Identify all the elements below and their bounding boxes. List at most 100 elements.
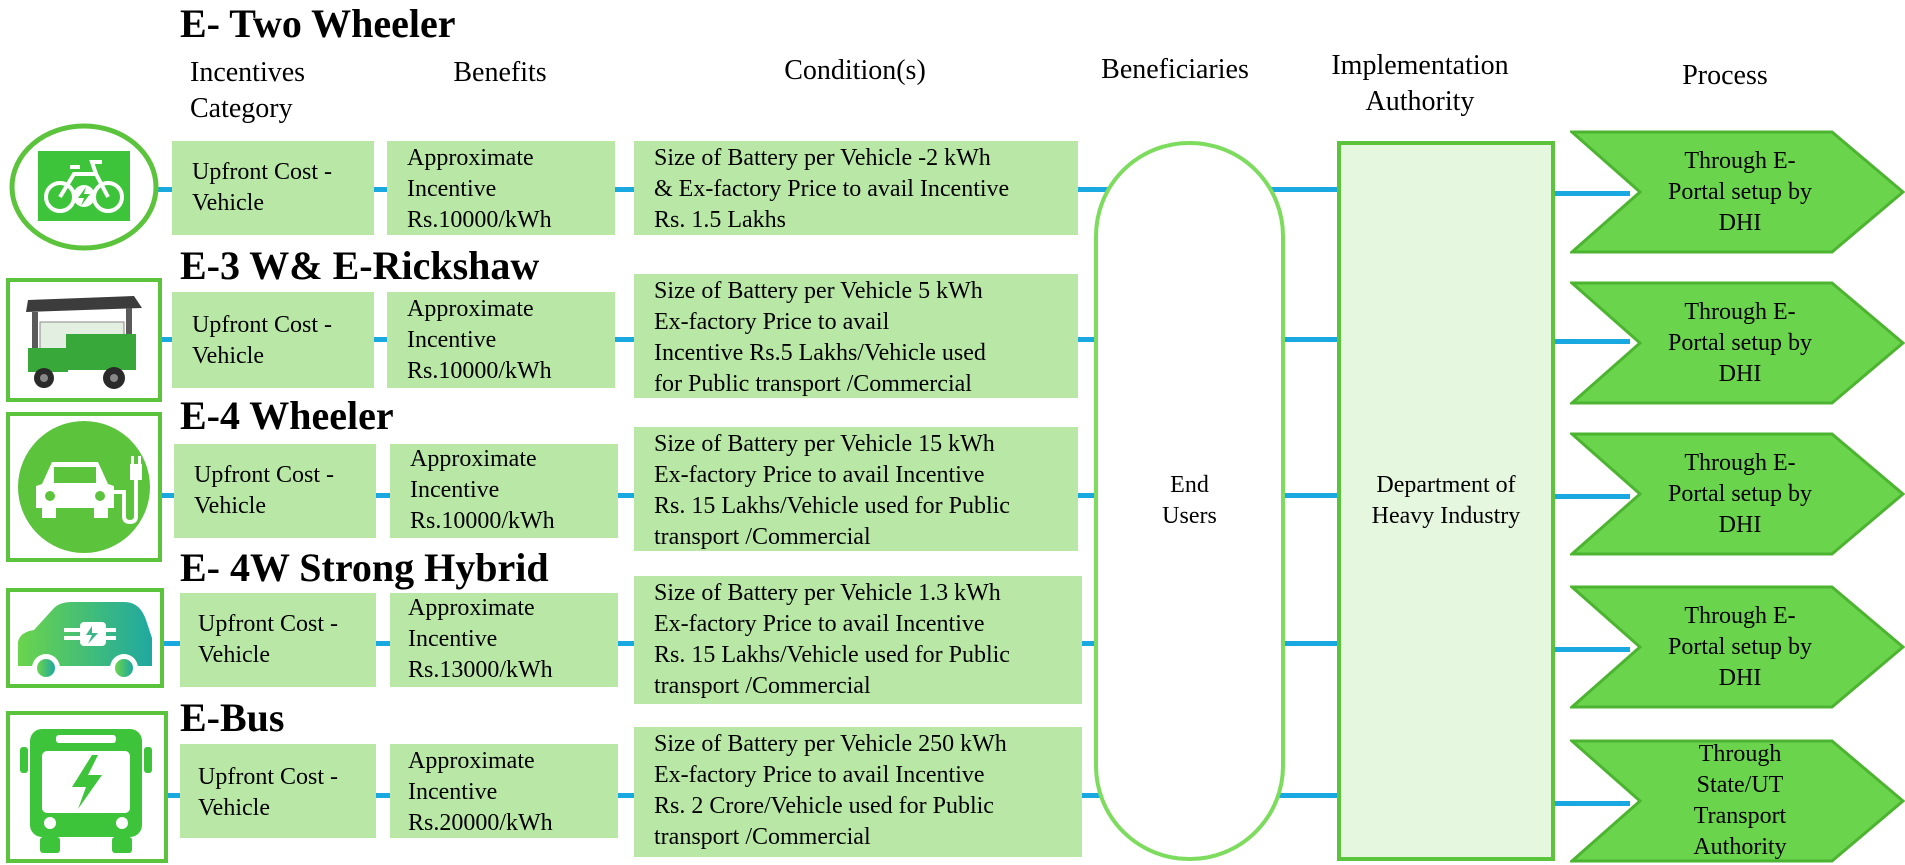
condition-line: transport /Commercial [654,524,871,550]
process-arrow-shape [1570,739,1905,863]
condition-line: Ex-factory Price to avail Incentive [654,762,985,788]
condition-line: Size of Battery per Vehicle 250 kWh [654,731,1007,757]
implementation-authority-box: Department of Heavy Industry [1337,141,1555,861]
process-line: Portal setup by [1668,329,1812,356]
benefit-line: Rs.10000/kWh [407,358,552,384]
condition-line: transport /Commercial [654,824,871,850]
process-line: Through E- [1684,147,1796,174]
condition-line: transport /Commercial [654,673,871,699]
condition-line: & Ex-factory Price to avail Incentive [654,176,1010,202]
process-line: DHI [1718,209,1762,236]
benefit-box: Approximate Incentive Rs.10000/kWh [387,141,615,235]
benefit-line: Approximate [410,446,537,472]
process-text: Through E- Portal setup by DHI [1640,281,1840,405]
hybrid-car-plug-icon [6,588,164,688]
connector [1550,191,1630,196]
process-line: Authority [1693,834,1787,860]
benefit-line: Approximate [407,145,534,171]
connector [1550,494,1630,499]
section-title-e-bus: E-Bus [180,695,285,740]
condition-line: Rs. 2 Crore/Vehicle used for Public [654,793,994,819]
benefit-line: Rs.20000/kWh [408,810,553,836]
benefit-line: Incentive [407,327,497,353]
connector [1550,647,1630,652]
condition-line: Size of Battery per Vehicle 5 kWh [654,278,983,304]
process-arrow-shape [1570,432,1905,556]
process-text: Through State/UT Transport Authority [1640,739,1840,863]
electric-bicycle-icon [9,123,159,251]
electric-car-charging-icon [6,412,162,562]
process-line: Through E- [1684,602,1796,629]
condition-box: Size of Battery per Vehicle 250 kWh Ex-f… [634,727,1082,857]
benefit-line: Rs.10000/kWh [410,508,555,534]
condition-line: Ex-factory Price to avail Incentive [654,462,985,488]
benefit-line: Rs.13000/kWh [408,657,553,683]
process-line: Through E- [1684,449,1796,476]
process-arrow-shape [1570,281,1905,405]
benefit-box: Approximate Incentive Rs.10000/kWh [390,444,618,538]
condition-line: Size of Battery per Vehicle 15 kWh [654,431,995,457]
connector [1550,801,1630,806]
section-title-two-wheeler: E- Two Wheeler [180,1,456,46]
section-title-e3w-rickshaw: E-3 W& E-Rickshaw [180,243,540,288]
benefit-box: Approximate Incentive Rs.20000/kWh [390,744,618,838]
condition-line: Size of Battery per Vehicle 1.3 kWh [654,580,1001,606]
authority-text: Department of Heavy Industry [1371,472,1521,529]
incentive-category-box: Upfront Cost - Vehicle [180,593,376,687]
section-title-four-wheeler: E-4 Wheeler [180,393,394,438]
condition-line: Size of Battery per Vehicle -2 kWh [654,145,991,171]
process-line: Portal setup by [1668,178,1812,205]
benefit-line: Incentive [410,477,500,503]
benefit-line: Incentive [408,626,498,652]
condition-line: Incentive Rs.5 Lakhs/Vehicle used [654,340,986,366]
process-text: Through E- Portal setup by DHI [1640,432,1840,556]
beneficiaries-box: End Users [1094,141,1285,861]
condition-box: Size of Battery per Vehicle 1.3 kWh Ex-f… [634,576,1082,704]
condition-line: Rs. 1.5 Lakhs [654,207,786,233]
process-text: Through E- Portal setup by DHI [1640,585,1840,709]
e-rickshaw-icon [6,278,162,402]
process-line: State/UT [1696,772,1784,798]
header-beneficiaries: Beneficiaries [1101,54,1249,85]
header-benefits: Benefits [453,57,547,88]
benefit-line: Incentive [407,176,497,202]
beneficiary-text: End Users [1162,472,1217,529]
benefit-line: Incentive [408,779,498,805]
process-text: Through E- Portal setup by DHI [1640,130,1840,254]
process-line: DHI [1718,360,1762,387]
benefit-line: Approximate [408,748,535,774]
connector [1550,339,1630,344]
header-implementation-authority: Implementation Authority [1331,50,1509,117]
condition-line: Ex-factory Price to avail Incentive [654,611,985,637]
condition-line: for Public transport /Commercial [654,371,972,397]
condition-line: Rs. 15 Lakhs/Vehicle used for Public [654,493,1010,519]
process-arrow-shape [1570,585,1905,709]
process-line: Transport [1693,803,1787,829]
process-arrow-shape [1570,130,1905,254]
incentive-category-box: Upfront Cost - Vehicle [180,744,376,838]
process-line: DHI [1718,511,1762,538]
benefit-box: Approximate Incentive Rs.13000/kWh [390,593,618,687]
incentive-category-box: Upfront Cost - Vehicle [174,444,376,538]
condition-box: Size of Battery per Vehicle 5 kWh Ex-fac… [634,274,1078,398]
condition-box: Size of Battery per Vehicle 15 kWh Ex-fa… [634,427,1078,551]
process-line: Through [1698,741,1782,767]
header-conditions: Condition(s) [784,55,926,86]
process-line: Portal setup by [1668,633,1812,660]
electric-bus-icon [6,711,168,863]
benefit-box: Approximate Incentive Rs.10000/kWh [387,292,615,388]
incentive-category-box: Upfront Cost - Vehicle [172,292,374,388]
condition-box: Size of Battery per Vehicle -2 kWh & Ex-… [634,141,1078,235]
benefit-line: Rs.10000/kWh [407,207,552,233]
header-incentives-category: Incentives Category [190,57,306,124]
process-line: Through E- [1684,298,1796,325]
header-process: Process [1682,60,1768,91]
incentive-category-box: Upfront Cost - Vehicle [172,141,374,235]
process-line: DHI [1718,664,1762,691]
section-title-strong-hybrid: E- 4W Strong Hybrid [180,545,549,590]
process-line: Portal setup by [1668,480,1812,507]
condition-line: Ex-factory Price to avail [654,309,890,335]
benefit-line: Approximate [408,595,535,621]
condition-line: Rs. 15 Lakhs/Vehicle used for Public [654,642,1010,668]
benefit-line: Approximate [407,296,534,322]
